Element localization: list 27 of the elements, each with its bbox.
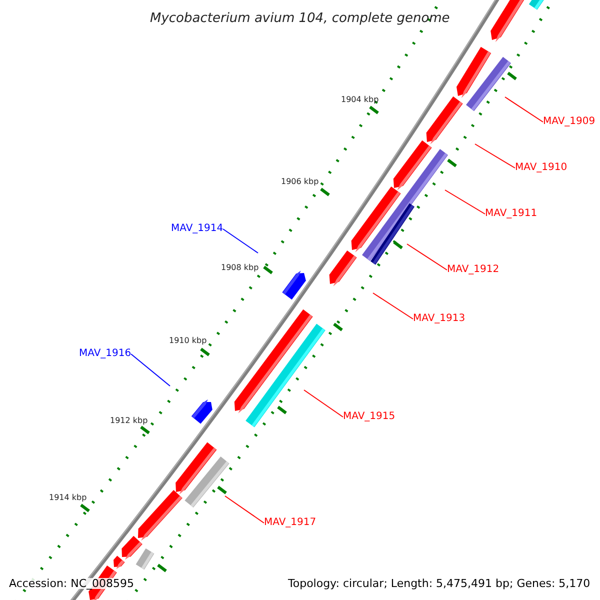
leader-line [222, 228, 258, 254]
scale-label: 1904 kbp [341, 96, 379, 104]
leader-line [130, 354, 170, 386]
gene-label: MAV_1911 [485, 209, 538, 219]
leader-line [444, 190, 486, 214]
leader-line [406, 244, 448, 270]
gene-label: MAV_1909 [543, 117, 596, 127]
scale-label: 1910 kbp [169, 337, 207, 345]
gene-label: MAV_1915 [343, 412, 396, 422]
leader-line [224, 496, 264, 524]
gene-label: MAV_1917 [264, 518, 316, 528]
leader-line [504, 96, 544, 122]
scale-label: 1912 kbp [110, 417, 148, 425]
leader-line [304, 390, 344, 418]
leader-line [474, 144, 516, 168]
gene-label: MAV_1912 [447, 265, 500, 275]
accession-text: Accession: NC_008595 [9, 578, 134, 588]
scale-label: 1906 kbp [281, 178, 319, 186]
gene-label: MAV_1910 [515, 163, 568, 173]
scale-label: 1914 kbp [49, 494, 87, 502]
genome-summary-text: Topology: circular; Length: 5,475,491 bp; Genes: 5,170 [288, 578, 590, 588]
gene-label: MAV_1916 [79, 349, 132, 359]
gene-label: MAV_1914 [171, 224, 224, 234]
scale-label: 1908 kbp [221, 264, 259, 272]
map-title: Mycobacterium avium 104, complete genome [150, 12, 450, 24]
leader-line [372, 292, 414, 320]
gene-label: MAV_1913 [413, 314, 466, 324]
